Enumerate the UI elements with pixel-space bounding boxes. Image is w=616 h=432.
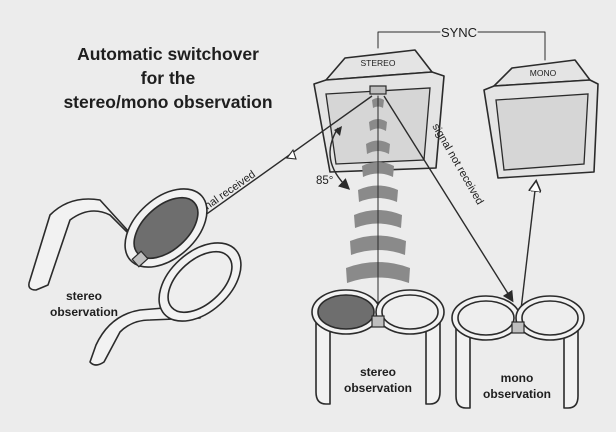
sync-line-right [477, 31, 546, 61]
sync-line-left [377, 31, 441, 49]
right-glasses: mono observation [451, 295, 585, 409]
angle-arc-head [334, 126, 342, 136]
center-glasses-sensor [371, 315, 385, 328]
right-glasses-sensor [511, 321, 525, 334]
sync-connector: SYNC [377, 25, 546, 61]
left-glasses: stereo observation [28, 188, 242, 366]
right-glasses-label-1: mono [501, 371, 534, 385]
angle-arc [329, 127, 351, 190]
left-glasses-lens-dark [133, 196, 199, 260]
left-glasses-label-2: observation [50, 305, 118, 319]
title-line-2: for the [141, 68, 196, 88]
stereo-tag: STEREO [361, 58, 396, 68]
left-glasses-temple-front [89, 304, 201, 366]
title-line-1: Automatic switchover [77, 44, 259, 64]
right-glasses-label-2: observation [483, 387, 551, 401]
left-glasses-label-1: stereo [66, 289, 102, 303]
diagram-title: Automatic switchover for the stereo/mono… [63, 44, 272, 112]
ir-beam [346, 95, 410, 317]
right-glasses-lens-right [521, 300, 579, 336]
right-glasses-temple-left [455, 317, 471, 409]
center-glasses-label-2: observation [344, 381, 412, 395]
mono-link-line [519, 182, 536, 319]
received-arrow-open-head [285, 148, 297, 160]
left-glasses-sensor [131, 250, 149, 268]
sync-label: SYNC [441, 25, 477, 40]
center-glasses-label-1: stereo [360, 365, 396, 379]
mono-monitor-screen [495, 93, 589, 171]
center-glasses: stereo observation [311, 289, 445, 405]
center-glasses-lens-clear [381, 294, 439, 330]
angle-label: 85° [316, 175, 333, 187]
stereo-emitter [369, 85, 387, 95]
angle-indicator: 85° [316, 126, 351, 190]
mono-monitor: MONO [483, 59, 599, 179]
center-glasses-temple-right [425, 311, 441, 405]
not-received-arrow-line [383, 95, 514, 303]
center-glasses-lens-dark [317, 294, 375, 330]
left-glasses-lens-clear [167, 250, 233, 314]
mono-link [519, 182, 536, 319]
right-glasses-lens-left [457, 300, 515, 336]
stereo-monitor: STEREO [313, 49, 445, 173]
mono-tag: MONO [530, 68, 557, 78]
right-glasses-temple-right [563, 317, 579, 409]
left-glasses-temple-back [28, 198, 151, 291]
center-glasses-temple-left [315, 311, 331, 405]
title-line-3: stereo/mono observation [63, 92, 272, 112]
